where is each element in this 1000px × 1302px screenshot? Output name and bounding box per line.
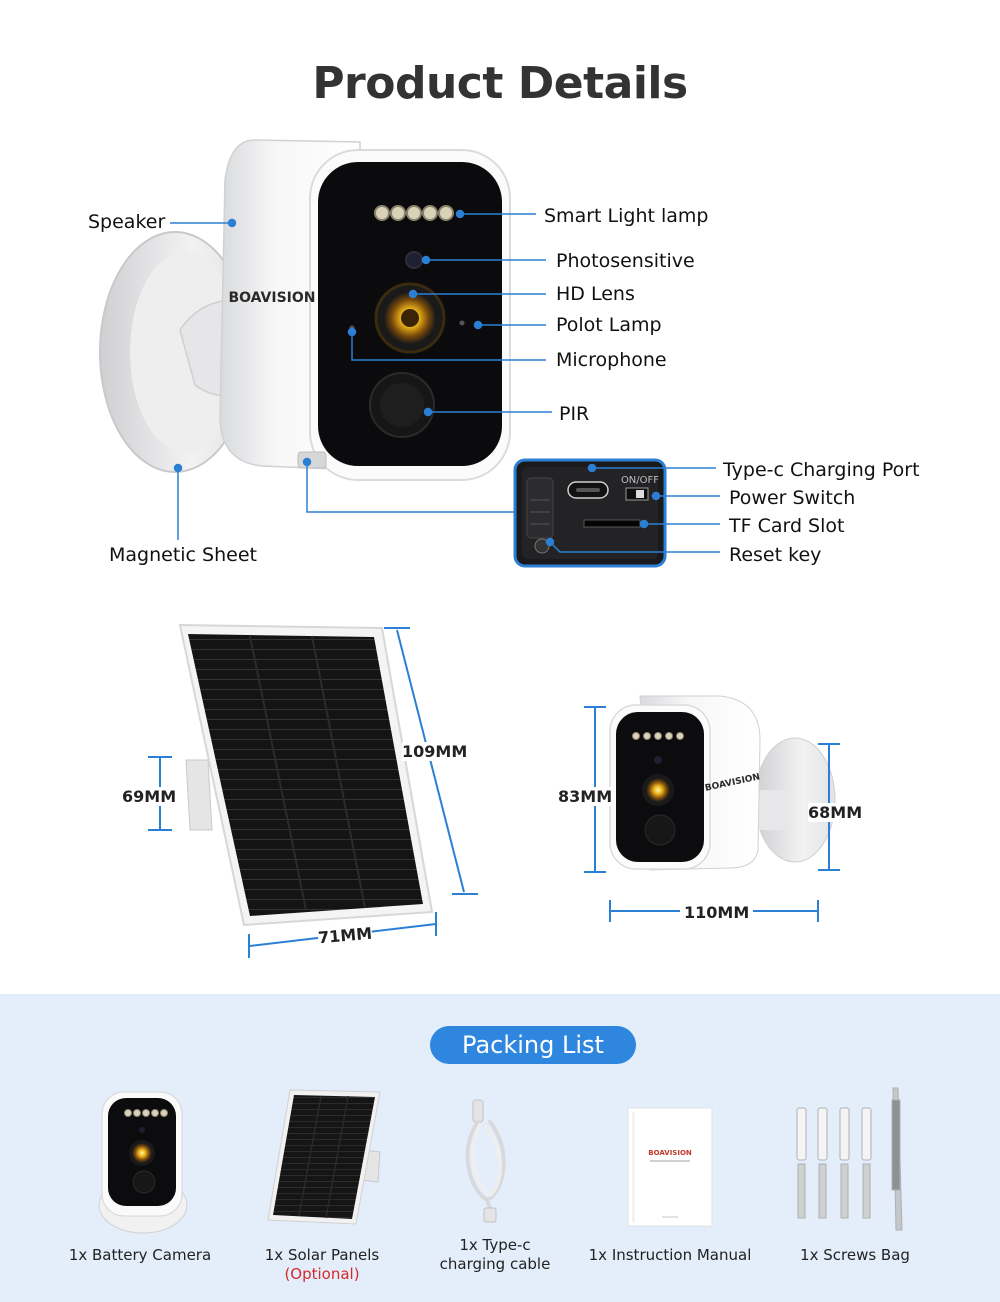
packing-item-solar-panels: 1x Solar Panels (Optional) — [242, 1246, 402, 1284]
optional-note: (Optional) — [284, 1265, 360, 1283]
tf-card-slot-label: TF Card Slot — [729, 515, 845, 537]
pir-label: PIR — [559, 403, 590, 425]
packing-item-label: 1x Solar Panels — [264, 1246, 380, 1264]
on-off-label: ON/OFF — [621, 475, 659, 486]
brand-logo: BOAVISION — [228, 290, 315, 306]
packing-item-screws-bag: 1x Screws Bag — [780, 1246, 930, 1265]
main-camera — [99, 139, 511, 481]
camera-depth-dimension: 110MM — [680, 903, 754, 922]
packing-list-title: Packing List — [430, 1026, 636, 1064]
solar-panel — [178, 623, 434, 927]
packing-item-label: 1x Battery Camera — [68, 1246, 212, 1264]
hd-lens-label: HD Lens — [556, 283, 635, 305]
packing-cable — [465, 1099, 506, 1223]
solar-height-dimension: 109MM — [402, 742, 468, 761]
smart-light-lamp-label: Smart Light lamp — [544, 205, 709, 227]
speaker-label: Speaker — [88, 211, 166, 233]
smart-light-leds — [374, 205, 454, 221]
polot-lamp-label: Polot Lamp — [556, 314, 662, 336]
reset-key-label: Reset key — [729, 544, 822, 566]
packing-item-battery-camera: 1x Battery Camera — [60, 1246, 220, 1265]
camera-mount-dimension: 68MM — [808, 803, 863, 822]
packing-item-type-c-cable: 1x Type-c charging cable — [410, 1236, 580, 1274]
type-c-port-label: Type-c Charging Port — [723, 459, 920, 481]
packing-item-label: 1x Type-c — [459, 1236, 531, 1254]
packing-solar-panel — [267, 1089, 381, 1225]
packing-item-label: 1x Instruction Manual — [588, 1246, 752, 1264]
packing-camera — [98, 1091, 188, 1234]
packing-item-instruction-manual: 1x Instruction Manual — [580, 1246, 760, 1265]
packing-item-label-line2: charging cable — [439, 1255, 551, 1273]
manual-brand-logo: BOAVISION — [648, 1149, 692, 1157]
small-camera — [609, 695, 836, 871]
power-switch-label: Power Switch — [729, 487, 856, 509]
packing-item-label: 1x Screws Bag — [800, 1246, 910, 1264]
microphone-label: Microphone — [556, 349, 667, 371]
solar-bracket-dimension: 69MM — [122, 787, 177, 806]
inset-callout-lines — [545, 463, 720, 553]
magnetic-sheet-label: Magnetic Sheet — [109, 544, 257, 566]
photosensitive-label: Photosensitive — [556, 250, 695, 272]
callout-lines — [170, 209, 552, 540]
packing-manual — [627, 1107, 713, 1227]
camera-height-dimension: 83MM — [558, 787, 613, 806]
packing-screws — [796, 1087, 903, 1231]
page-title: Product Details — [312, 58, 688, 109]
